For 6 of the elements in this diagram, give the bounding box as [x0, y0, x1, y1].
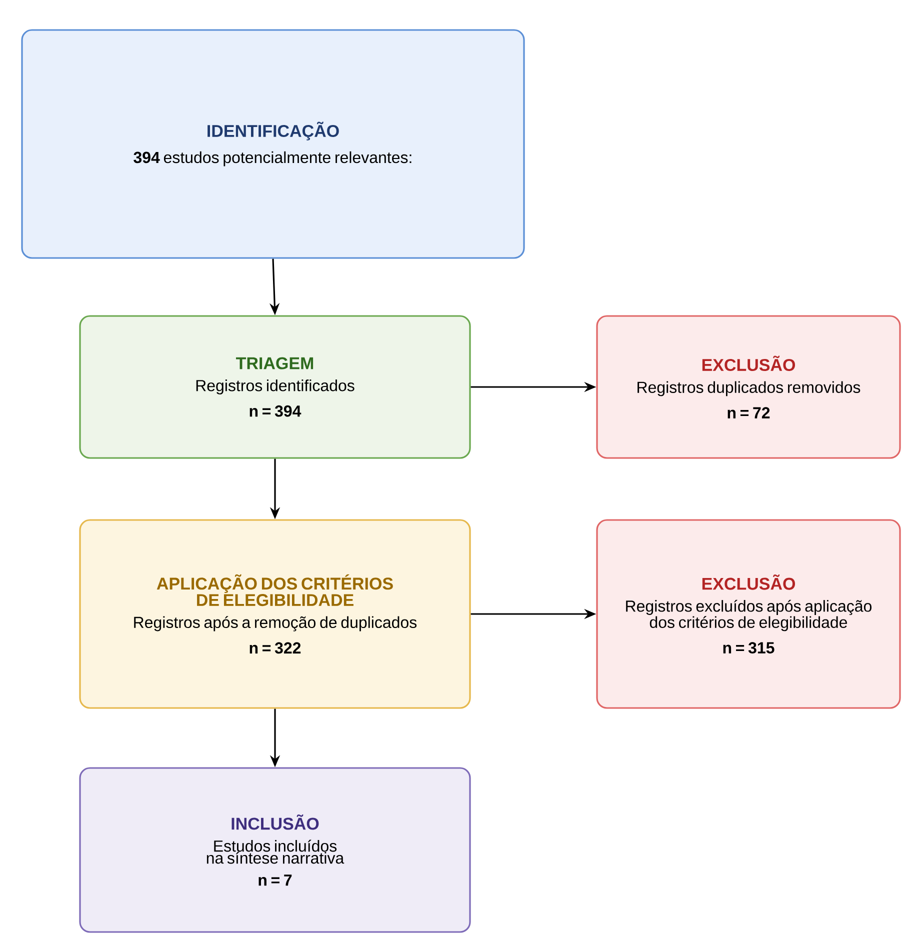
process-box: IDENTIFICAÇÃO 394 estudos potencialmente relevantes:	[21, 29, 525, 259]
process-box: APLICAÇÃO DOS CRITÉRIOS DE ELEGIBILIDADE Registros após a remoção de duplicados n = 322	[79, 519, 471, 709]
process-box: EXCLUSÃO Registros duplicados removidos n = 72	[596, 315, 901, 459]
process-box: TRIAGEM Registros identificados n = 394	[79, 315, 471, 459]
process-box: INCLUSÃO Estudos incluídos na síntese narrativa n = 7	[79, 767, 471, 933]
process-box: EXCLUSÃO Registros excluídos após aplicação dos critérios de elegibilidade n = 315	[596, 519, 901, 709]
